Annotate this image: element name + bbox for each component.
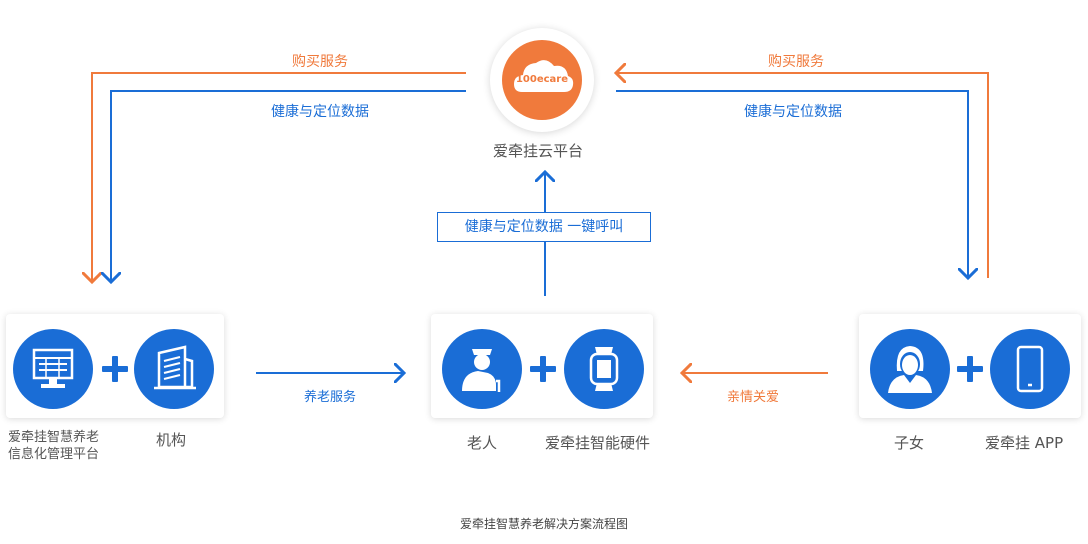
platform-circle <box>13 329 93 409</box>
device-label: 爱牵挂智能硬件 <box>545 434 651 452</box>
device-circle <box>564 329 644 409</box>
platform-label-line2: 信息化管理平台 <box>8 447 100 462</box>
left-buy-line <box>92 72 466 282</box>
plus-icon <box>530 356 556 382</box>
woman-icon <box>888 346 932 393</box>
cloud-platform-logo: 100ecare <box>490 28 594 132</box>
smartwatch-icon <box>589 347 619 391</box>
right-buy-label: 购买服务 <box>768 54 824 70</box>
org-label: 机构 <box>156 431 187 449</box>
child-label: 子女 <box>894 434 925 452</box>
right-data-line <box>616 90 968 278</box>
diagram-caption: 爱牵挂智慧养老解决方案流程图 <box>459 517 628 531</box>
cloud-icon <box>514 60 574 92</box>
elder-person-icon <box>462 349 501 392</box>
app-label: 爱牵挂 APP <box>985 434 1064 452</box>
elder-service-label: 养老服务 <box>304 390 357 405</box>
elder-label: 老人 <box>467 434 498 452</box>
plus-icon <box>957 356 983 382</box>
app-circle <box>990 329 1070 409</box>
plus-icon <box>102 356 128 382</box>
building-icon <box>154 345 196 390</box>
left-data-line <box>111 90 466 282</box>
phone-icon <box>1016 345 1044 393</box>
child-circle <box>870 329 950 409</box>
right-buy-line <box>616 73 989 278</box>
cloud-logo-text: 100ecare <box>515 74 569 85</box>
org-circle <box>134 329 214 409</box>
right-data-label: 健康与定位数据 <box>744 104 842 120</box>
left-data-label: 健康与定位数据 <box>271 104 369 120</box>
family-care-label: 亲情关爱 <box>727 390 780 405</box>
cloud-platform-label: 爱牵挂云平台 <box>493 142 584 160</box>
elder-circle <box>442 329 522 409</box>
monitor-icon <box>32 348 74 388</box>
platform-label-line1: 爱牵挂智慧养老 <box>8 430 100 445</box>
left-buy-label: 购买服务 <box>292 54 348 70</box>
health-location-sos-box: 健康与定位数据 一键呼叫 <box>437 212 651 242</box>
